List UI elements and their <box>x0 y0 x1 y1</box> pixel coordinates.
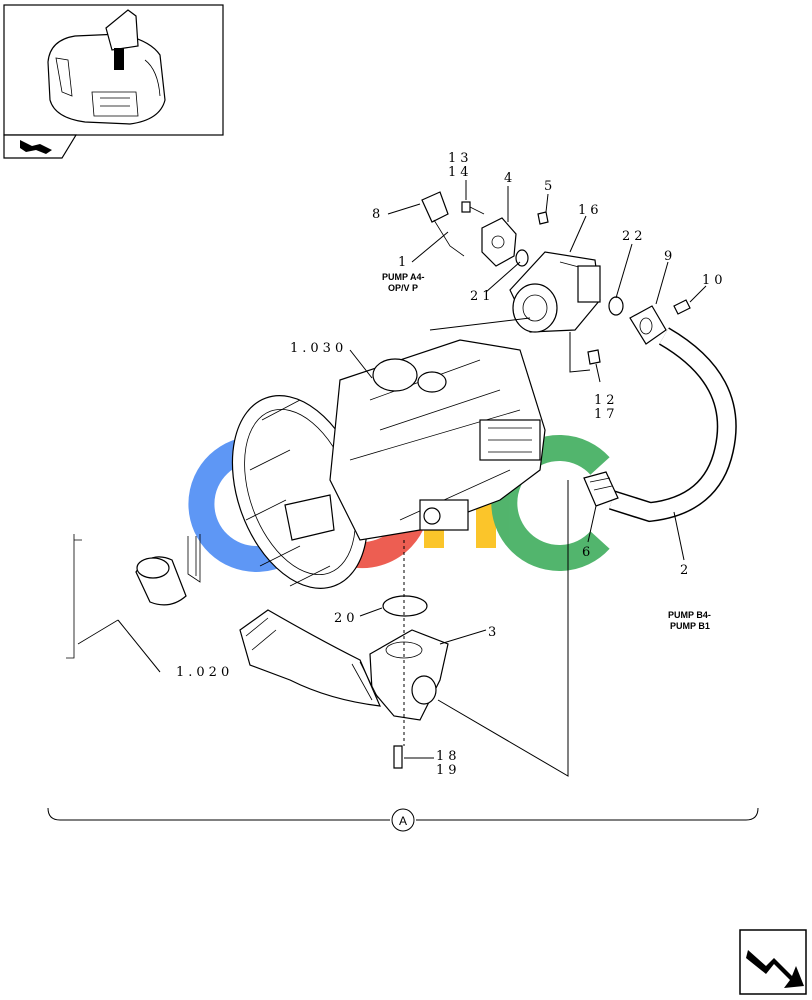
reference-brace-a: A <box>47 807 759 832</box>
o-ring-22 <box>608 296 624 316</box>
suction-flange-3 <box>369 629 449 721</box>
label-20: 20 <box>334 611 359 626</box>
note-pump-a4-line2: OP/V P <box>388 283 418 293</box>
label-14: 14 <box>448 165 473 180</box>
bolt-12-17 <box>587 349 601 365</box>
filter-element <box>135 556 187 606</box>
label-16: 16 <box>578 203 603 218</box>
leader-lines <box>117 180 707 777</box>
note-pump-a4-line1: PUMP A4- <box>382 272 425 282</box>
label-1030: 1.030 <box>290 341 347 356</box>
label-8: 8 <box>372 207 384 222</box>
fitting-6 <box>583 471 619 507</box>
hose-2 <box>608 327 737 523</box>
bolt-18-19 <box>393 745 403 769</box>
label-10: 10 <box>702 273 727 288</box>
label-1020: 1.020 <box>176 665 233 680</box>
reference-a-label: A <box>399 814 407 828</box>
gear-pump-16 <box>509 251 601 333</box>
flange-9 <box>629 305 667 345</box>
label-18: 18 <box>436 749 461 764</box>
bolt-10 <box>673 299 691 315</box>
main-pump-assembly <box>231 339 546 589</box>
note-pump-b4-line2: PUMP B1 <box>670 621 710 631</box>
suction-hose-1020 <box>239 609 381 707</box>
next-arrow-icon[interactable] <box>3 134 78 159</box>
label-19: 19 <box>436 763 461 778</box>
label-3: 3 <box>488 625 500 640</box>
label-12: 12 <box>594 393 619 408</box>
bolt-5 <box>537 211 549 225</box>
label-21: 21 <box>470 289 495 304</box>
label-17: 17 <box>594 407 619 422</box>
label-2: 2 <box>680 563 692 578</box>
note-pump-b4-line1: PUMP B4- <box>668 610 711 620</box>
label-6: 6 <box>582 545 594 560</box>
o-ring-21 <box>515 249 529 267</box>
label-1: 1 <box>398 255 410 270</box>
label-9: 9 <box>664 249 676 264</box>
excavator-thumbnail-icon[interactable] <box>3 4 224 136</box>
flange-4 <box>481 217 517 267</box>
label-13: 13 <box>448 151 473 166</box>
label-5: 5 <box>544 179 556 194</box>
watermark-letter-c-green <box>491 435 610 571</box>
part-labels: 13 14 4 5 8 1 PUMP A4- OP/V P 16 22 9 10… <box>176 151 727 778</box>
bolt-13-14 <box>461 201 485 215</box>
o-ring-20 <box>382 595 428 617</box>
next-page-arrow-icon[interactable] <box>739 929 807 995</box>
label-22: 22 <box>622 229 647 244</box>
label-4: 4 <box>504 171 516 186</box>
fitting-8 <box>421 191 465 257</box>
